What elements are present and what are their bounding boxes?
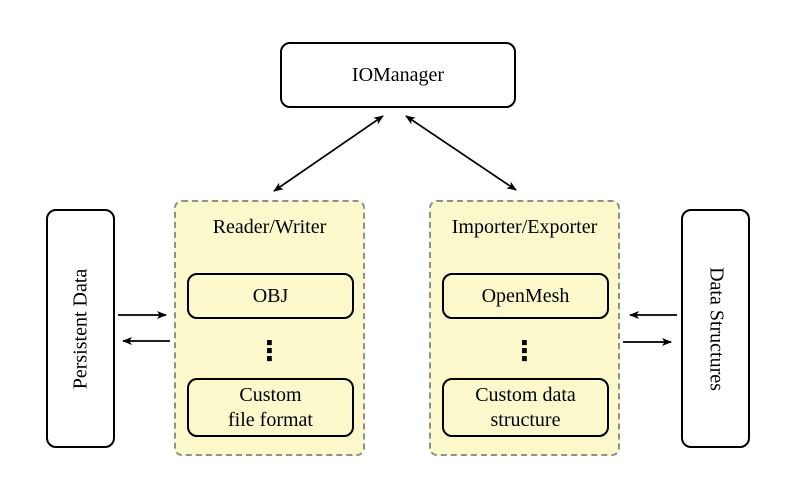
- openmesh-label: OpenMesh: [481, 284, 570, 307]
- vertical-ellipsis: ⋮: [511, 335, 538, 367]
- custom-data-structure-node: Custom data structure: [442, 378, 609, 437]
- custom-file-format-line2: file format: [228, 408, 313, 431]
- custom-file-format-node: Custom file format: [187, 378, 354, 437]
- obj-label: OBJ: [252, 284, 289, 307]
- custom-data-structure-line1: Custom data: [475, 383, 576, 406]
- vertical-ellipsis: ⋮: [256, 335, 283, 367]
- importer-exporter-group-label: Importer/Exporter: [451, 216, 598, 238]
- persistent-data-node: Persistent Data: [46, 209, 115, 448]
- reader-writer-group: Reader/Writer OBJ ⋮ Custom file format: [174, 200, 365, 456]
- iomanager-label: IOManager: [351, 63, 445, 86]
- reader-writer-group-label: Reader/Writer: [212, 216, 327, 238]
- iomanager-node: IOManager: [280, 42, 516, 108]
- custom-data-structure-line2: structure: [490, 408, 561, 431]
- data-structures-node: Data Structures: [681, 209, 750, 448]
- data-structures-label: Data Structures: [705, 266, 727, 391]
- arrow-iomanager-importer-exporter: [405, 115, 517, 191]
- obj-node: OBJ: [187, 273, 354, 319]
- custom-file-format-line1: Custom: [239, 383, 302, 406]
- persistent-data-label: Persistent Data: [69, 268, 91, 389]
- importer-exporter-group: Importer/Exporter OpenMesh ⋮ Custom data…: [429, 200, 620, 456]
- arrow-iomanager-reader-writer: [273, 115, 384, 192]
- openmesh-node: OpenMesh: [442, 273, 609, 319]
